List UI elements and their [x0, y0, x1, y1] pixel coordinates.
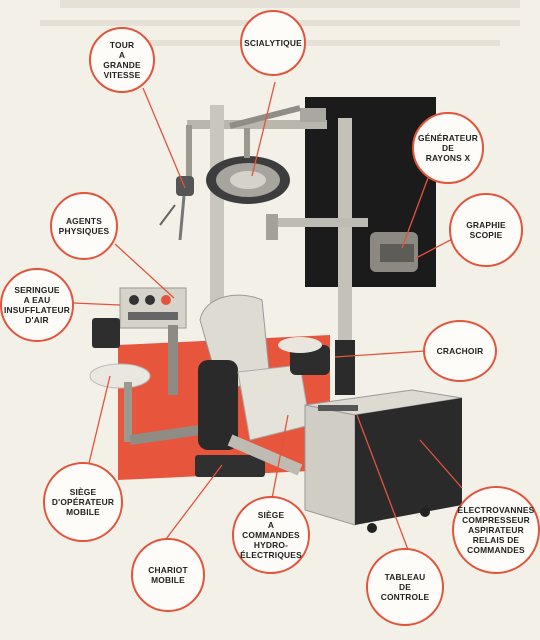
callout-label: ÉLECTROVANNES COMPRESSEUR ASPIRATEUR REL… — [457, 505, 535, 555]
callout-label: TOUR A GRANDE VITESSE — [103, 40, 141, 80]
callout-tableau-controle: TABLEAU DE CONTROLE — [366, 548, 444, 626]
callout-seringue-insufflateur: SERINGUE A EAU INSUFFLATEUR D'AIR — [0, 268, 74, 342]
callout-siege-commandes: SIÈGE A COMMANDES HYDRO- ÉLECTRIQUES — [232, 496, 310, 574]
callout-label: AGENTS PHYSIQUES — [58, 216, 110, 236]
callout-agents-physiques: AGENTS PHYSIQUES — [50, 192, 118, 260]
callout-label: CHARIOT MOBILE — [148, 565, 188, 585]
patient-chair — [195, 294, 330, 477]
callout-label: SIÈGE A COMMANDES HYDRO- ÉLECTRIQUES — [240, 510, 302, 560]
callout-label: GÉNÉRATEUR DE RAYONS X — [417, 133, 478, 163]
callout-label: GRAPHIE SCOPIE — [466, 220, 506, 240]
callout-crachoir: CRACHOIR — [423, 320, 497, 382]
callout-label: SCIALYTIQUE — [244, 38, 302, 48]
callout-electrovannes: ÉLECTROVANNES COMPRESSEUR ASPIRATEUR REL… — [452, 486, 540, 574]
callout-scialytique: SCIALYTIQUE — [240, 10, 306, 76]
lamp-arm-assembly — [159, 105, 327, 345]
callout-tour-grande-vitesse: TOUR A GRANDE VITESSE — [89, 27, 155, 93]
callout-label: SIÈGE D'OPÉRATEUR MOBILE — [51, 487, 115, 517]
control-panel — [119, 287, 187, 395]
xray-column — [266, 118, 418, 395]
control-cabinet — [304, 389, 463, 533]
surgical-lamp — [206, 128, 290, 204]
callout-label: TABLEAU DE CONTROLE — [380, 572, 430, 602]
callout-chariot-mobile: CHARIOT MOBILE — [131, 538, 205, 612]
callout-siege-operateur: SIÈGE D'OPÉRATEUR MOBILE — [43, 462, 123, 542]
callout-label: SERINGUE A EAU INSUFFLATEUR D'AIR — [4, 285, 70, 325]
callout-generateur-rayons-x: GÉNÉRATEUR DE RAYONS X — [412, 112, 484, 184]
operator-stool — [89, 318, 151, 442]
stool-arm — [129, 425, 201, 445]
callout-label: CRACHOIR — [436, 346, 484, 356]
callout-graphie-scopie: GRAPHIE SCOPIE — [449, 193, 523, 267]
